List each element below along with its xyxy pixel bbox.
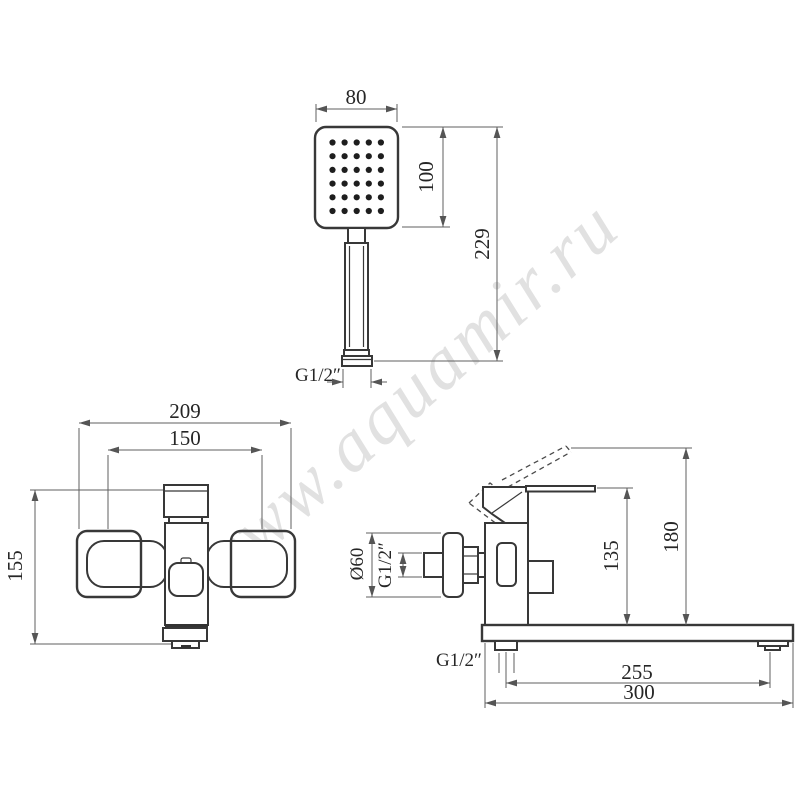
spray-hole: [329, 194, 336, 201]
spray-hole: [377, 207, 384, 215]
right-wall-flange: [229, 529, 297, 599]
dim-150-label: 150: [169, 426, 201, 450]
dim-hand-shower-thread: G1/2″: [295, 365, 387, 388]
dim-inlet-centers: 150: [107, 426, 263, 529]
dim-80-label: 80: [346, 85, 367, 109]
spray-holes: [329, 139, 384, 215]
bottom-outlet-stub: [494, 640, 518, 651]
dim-hand-shower-width: 80: [315, 85, 398, 122]
hex-nut: [462, 546, 479, 584]
spray-hole: [353, 166, 360, 173]
dim-height-135: 135: [597, 487, 633, 625]
spray-hole: [341, 153, 348, 160]
spray-hole: [341, 194, 348, 201]
dim-hand-shower-head-height: 100: [402, 126, 503, 228]
dim-d60-label: Ø60: [347, 548, 368, 581]
spray-hole: [365, 153, 372, 160]
spray-hole: [353, 180, 360, 187]
hand-shower-view: 80 100 229 G1/2″: [295, 85, 503, 388]
diverter-plate-side: [496, 542, 517, 587]
dim-180-label: 180: [659, 521, 683, 553]
spray-hole: [353, 207, 360, 215]
body-band: [165, 624, 208, 628]
dim-229-label: 229: [470, 228, 494, 260]
handle-cap: [341, 355, 373, 367]
spray-hole: [329, 180, 336, 187]
dim-300: 300: [484, 643, 794, 708]
spray-hole: [329, 153, 336, 160]
spray-hole: [353, 153, 360, 160]
spray-hole: [329, 207, 336, 215]
spray-hole: [341, 166, 348, 173]
spray-hole: [377, 166, 384, 173]
diverter-plate-front: [168, 562, 204, 597]
spray-hole: [365, 139, 372, 146]
spray-hole: [329, 166, 336, 173]
dim-255: 255: [505, 652, 771, 688]
dim-overall-width: 209: [78, 399, 292, 529]
spray-hole: [377, 139, 384, 146]
bottom-thread-label: G1/2″: [436, 650, 482, 671]
dim-135-label: 135: [599, 540, 623, 572]
dim-255-label: 255: [621, 660, 653, 684]
dim-flange-diameter: Ø60: [347, 532, 441, 598]
outlet-tick: [181, 645, 191, 648]
handle-knob-front: [163, 484, 209, 518]
shower-neck: [347, 227, 366, 244]
dim-100-label: 100: [414, 161, 438, 193]
front-view: 209 150 155: [3, 399, 297, 649]
spray-hole: [365, 207, 372, 215]
dim-height-180: 180: [571, 447, 692, 625]
hand-shower-thread-label: G1/2″: [295, 365, 341, 386]
lever-bar: [525, 485, 596, 493]
spout: [480, 623, 795, 643]
right-inlet-connector: [206, 540, 288, 588]
dim-wall-thread: G1/2″: [375, 542, 422, 588]
left-inlet-connector: [86, 540, 168, 588]
raised-lever-tip: [565, 445, 572, 453]
dim-155-label: 155: [3, 550, 27, 582]
spray-hole: [377, 180, 384, 187]
wall-thread-label: G1/2″: [375, 542, 396, 588]
spray-hole: [353, 139, 360, 146]
spray-hole: [365, 180, 372, 187]
spray-hole: [329, 139, 336, 146]
raised-lever-line: [507, 451, 572, 488]
side-view: Ø60 G1/2″ 135 180 G1/2″: [347, 445, 795, 708]
body-base-front: [162, 627, 208, 642]
knob-neck: [168, 516, 203, 524]
spray-hole: [377, 153, 384, 160]
left-wall-flange: [75, 529, 143, 599]
raised-lever-line: [501, 445, 567, 481]
wall-flange-side: [442, 532, 464, 598]
dim-209-label: 209: [169, 399, 201, 423]
shower-outlet-side: [527, 560, 554, 594]
dim-bottom-thread: G1/2″: [436, 650, 515, 673]
wall-inlet-stub: [423, 552, 444, 578]
spray-hole: [353, 194, 360, 201]
spray-hole: [341, 180, 348, 187]
spray-hole: [365, 166, 372, 173]
aerator-step: [764, 645, 781, 651]
spray-hole: [377, 194, 384, 201]
dim-300-label: 300: [623, 680, 655, 704]
spray-hole: [341, 139, 348, 146]
dim-hand-shower-total-height: 229: [374, 127, 503, 362]
dim-front-height: 155: [3, 489, 171, 645]
lever-underside-line: [491, 491, 523, 514]
spray-hole: [341, 207, 348, 215]
shower-handle: [344, 242, 369, 351]
spray-hole: [365, 194, 372, 201]
nut-collar: [477, 552, 486, 578]
